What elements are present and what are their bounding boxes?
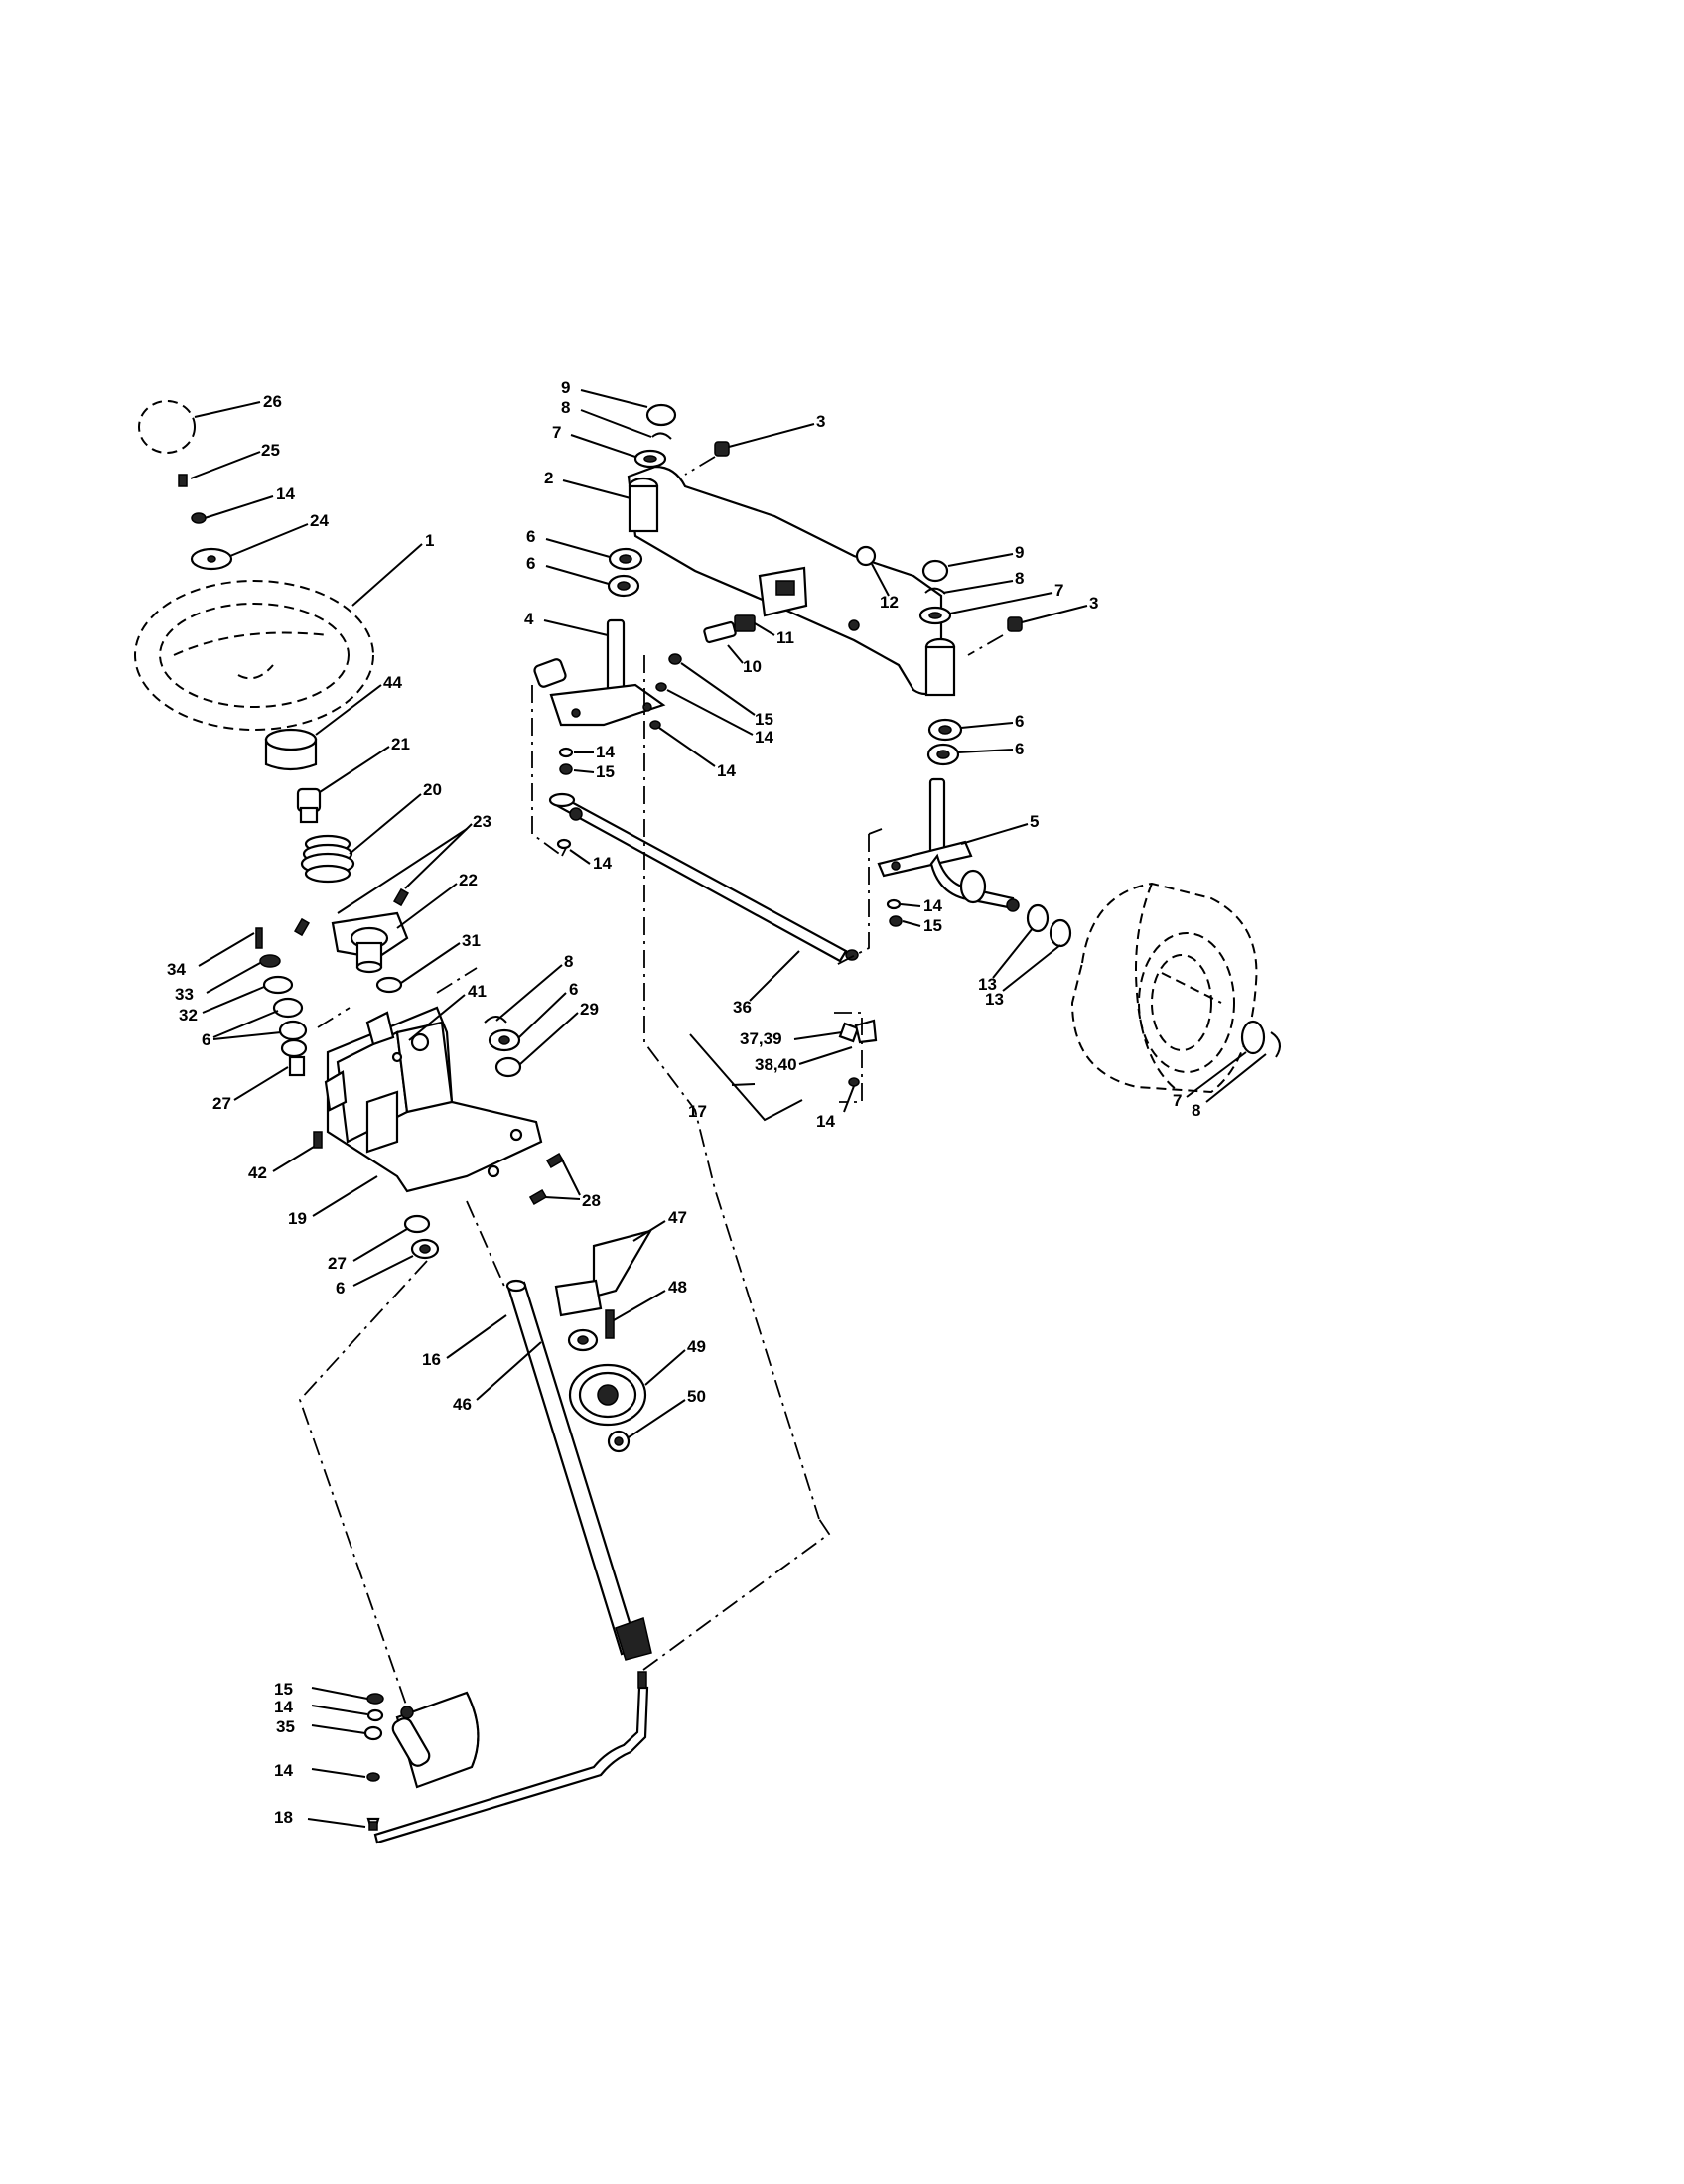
callout-6g: 6 <box>1015 740 1024 758</box>
tie-rod <box>548 792 859 963</box>
callout-23: 23 <box>473 812 491 831</box>
front-axle <box>627 465 956 697</box>
callout-3a: 3 <box>816 412 825 431</box>
steering-wheel <box>134 580 374 731</box>
callout-14h: 14 <box>274 1761 293 1780</box>
callout-17: 17 <box>688 1102 707 1121</box>
callout-14f: 14 <box>816 1112 835 1131</box>
callout-19: 19 <box>288 1209 307 1228</box>
callout-7a: 7 <box>552 423 561 442</box>
callout-16: 16 <box>422 1350 441 1369</box>
steering-column-group <box>134 400 686 1708</box>
callout-6f: 6 <box>1015 712 1024 731</box>
callout-7c: 7 <box>1173 1091 1182 1110</box>
sector-gear-group <box>307 1518 831 1844</box>
callout-48: 48 <box>668 1278 687 1297</box>
callout-42: 42 <box>248 1163 267 1182</box>
callout-37-39: 37,39 <box>740 1029 782 1048</box>
callout-38-40: 38,40 <box>755 1055 797 1074</box>
callout-14e: 14 <box>923 896 942 915</box>
callout-1: 1 <box>425 531 434 550</box>
callout-7b: 7 <box>1054 581 1063 600</box>
callout-15b: 15 <box>596 762 615 781</box>
front-axle-group <box>531 389 1281 1520</box>
callout-14a: 14 <box>755 728 773 747</box>
callout-49: 49 <box>687 1337 706 1356</box>
callout-26: 26 <box>263 392 282 411</box>
callout-6e: 6 <box>526 554 535 573</box>
callout-29: 29 <box>580 1000 599 1019</box>
spindle-left <box>533 618 666 727</box>
callout-13a: 13 <box>978 975 997 994</box>
callout-31: 31 <box>462 931 481 950</box>
callout-14c: 14 <box>717 761 736 780</box>
callout-6b: 6 <box>569 980 578 999</box>
callout-47: 47 <box>668 1208 687 1227</box>
callout-28: 28 <box>582 1191 601 1210</box>
callout-10: 10 <box>743 657 762 676</box>
callout-8c: 8 <box>1015 569 1024 588</box>
callout-3b: 3 <box>1089 594 1098 613</box>
callout-14d: 14 <box>593 854 612 873</box>
pulley-assembly <box>554 1220 686 1453</box>
drag-link <box>373 1686 649 1844</box>
spindle-right <box>877 777 1020 912</box>
callout-20: 20 <box>423 780 442 799</box>
callout-44: 44 <box>383 673 402 692</box>
spring <box>300 834 355 884</box>
front-wheel <box>1070 882 1258 1094</box>
callout-34: 34 <box>167 960 186 979</box>
callout-50: 50 <box>687 1387 706 1406</box>
callout-5: 5 <box>1030 812 1039 831</box>
callout-14g: 14 <box>274 1698 293 1716</box>
steering-bracket <box>324 1006 543 1193</box>
callout-13b: 13 <box>985 990 1004 1009</box>
callout-32: 32 <box>179 1006 198 1024</box>
callout-15d: 15 <box>274 1680 293 1699</box>
callout-27b: 27 <box>328 1254 347 1273</box>
callout-9a: 9 <box>561 378 570 397</box>
callout-8d: 8 <box>1192 1101 1200 1120</box>
callout-15a: 15 <box>755 710 773 729</box>
callout-12: 12 <box>880 593 899 612</box>
callout-15c: 15 <box>923 916 942 935</box>
callout-21: 21 <box>391 735 410 753</box>
callout-25: 25 <box>261 441 280 460</box>
steering-cap <box>138 400 196 454</box>
steering-shaft <box>505 1279 652 1661</box>
callout-4: 4 <box>524 610 534 628</box>
callout-6a: 6 <box>202 1030 210 1049</box>
callout-33: 33 <box>175 985 194 1004</box>
callout-27a: 27 <box>212 1094 231 1113</box>
callout-6c: 6 <box>336 1279 345 1297</box>
callout-9b: 9 <box>1015 543 1024 562</box>
callout-24: 24 <box>310 511 329 530</box>
callout-labels: 26 25 14 24 1 44 21 20 23 22 34 33 32 6 … <box>167 378 1200 1827</box>
callout-6d: 6 <box>526 527 535 546</box>
callout-22: 22 <box>459 871 478 889</box>
callout-14b: 14 <box>596 743 615 761</box>
callout-35: 35 <box>276 1717 295 1736</box>
callout-18: 18 <box>274 1808 293 1827</box>
callout-8a: 8 <box>564 952 573 971</box>
callout-41: 41 <box>468 982 487 1001</box>
callout-8b: 8 <box>561 398 570 417</box>
callout-2: 2 <box>544 469 553 487</box>
callout-14: 14 <box>276 484 295 503</box>
callout-36: 36 <box>733 998 752 1017</box>
callout-11: 11 <box>776 628 794 647</box>
callout-46: 46 <box>453 1395 472 1414</box>
